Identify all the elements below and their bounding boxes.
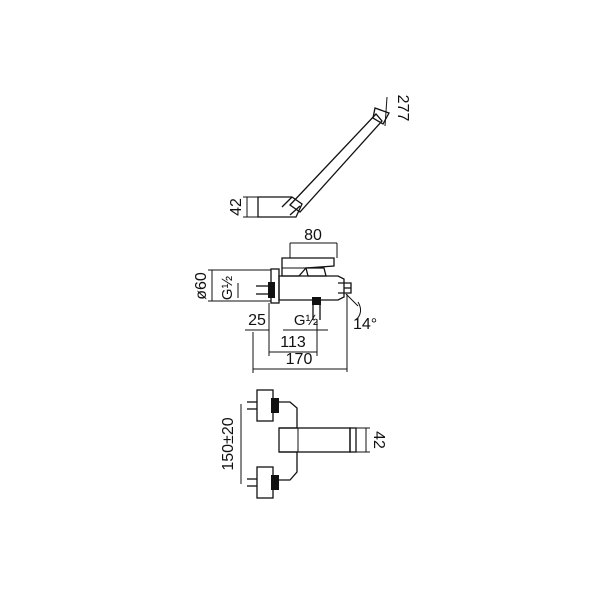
shower-holder [257, 196, 303, 218]
diverter-outlet [312, 297, 321, 305]
total-depth-label: 170 [286, 351, 313, 368]
thread-left-label: G½ [219, 275, 236, 300]
spout-block-front [278, 427, 351, 453]
top-nut [271, 398, 279, 413]
spout-angle-label: 14° [353, 316, 377, 333]
mixer-body-front [279, 401, 298, 481]
shower-head [372, 107, 390, 125]
shower-handle-outline [289, 113, 383, 213]
width-label: 80 [304, 227, 322, 244]
body-height-label: 42 [370, 431, 387, 449]
holder-clip [281, 196, 301, 216]
bottom-nut [271, 475, 279, 490]
eccentric-nut [268, 282, 275, 298]
mixer-body [278, 275, 345, 301]
bottom-wall-connector [256, 466, 274, 499]
top-wall-connector [256, 389, 274, 422]
angle-line [345, 293, 359, 307]
handle-height-label: 42 [228, 198, 245, 216]
spout-outlet-label: 113 [280, 334, 306, 351]
thread-bottom-label: G½ [294, 312, 319, 329]
side-view: 80 ø60 G½ 25 G½ 14° [193, 227, 377, 373]
length-dimension-line [384, 96, 388, 127]
shower-length-label: 277 [394, 95, 411, 122]
lever-cap [305, 267, 327, 277]
wall-offset-label: 25 [248, 312, 266, 329]
hand-shower: 277 42 [228, 95, 411, 218]
diameter-label: ø60 [193, 272, 210, 300]
front-view: 150±20 42 [220, 389, 387, 499]
angle-arc [355, 301, 362, 321]
centers-label: 150±20 [220, 417, 237, 470]
spout-outlet-front [349, 427, 357, 453]
